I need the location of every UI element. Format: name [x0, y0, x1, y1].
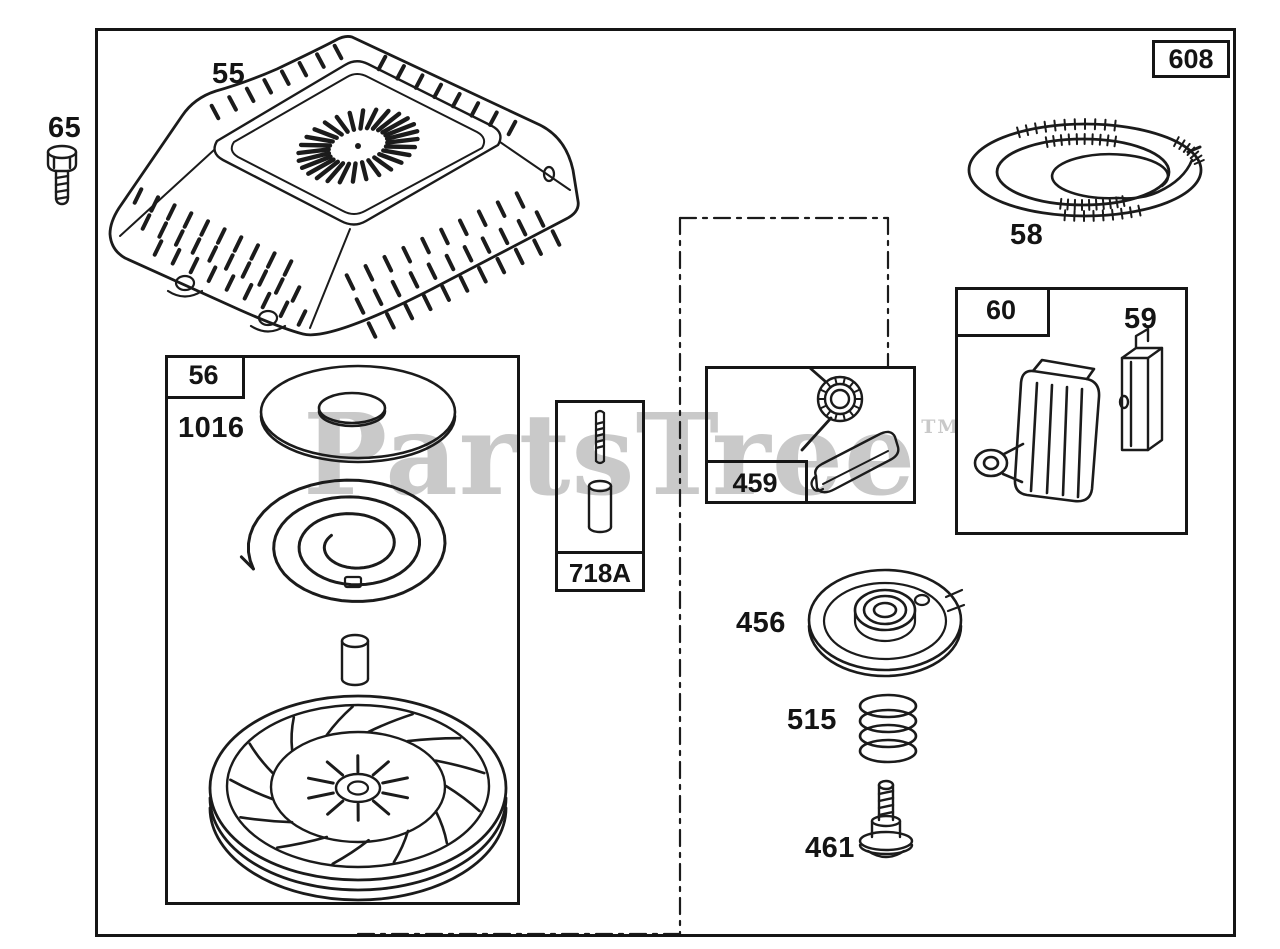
pin-718a-drawing	[594, 409, 606, 465]
starter-handle-drawing	[973, 358, 1101, 503]
callout-459: 459	[732, 468, 778, 498]
callout-55: 55	[212, 58, 246, 90]
pulley-fan-blades	[229, 705, 486, 866]
callout-56: 56	[188, 360, 219, 390]
handle-insert-59-drawing	[1118, 327, 1164, 452]
screw-65-drawing	[46, 144, 78, 206]
pulley-hub-spokes	[307, 754, 409, 822]
callout-box-56: 56	[165, 355, 245, 399]
watermark-trademark: TM	[921, 416, 961, 438]
washer-1016-drawing	[259, 364, 457, 464]
blower-housing-drawing	[108, 35, 580, 339]
recoil-pulley-drawing	[208, 694, 508, 902]
callout-718a: 718A	[568, 557, 632, 588]
group-box-56: 56	[165, 355, 520, 905]
callout-box-718a: 718A	[555, 551, 645, 592]
rewind-spring-drawing	[239, 478, 447, 603]
screw-461-drawing	[858, 779, 914, 859]
callout-box-459: 459	[705, 460, 808, 504]
group-box-718a: 718A	[555, 400, 645, 592]
rewind-spring-spiral	[239, 478, 447, 603]
callout-box-60: 60	[955, 287, 1050, 337]
housing-side-vent-slots	[132, 43, 562, 339]
group-box-60: 60	[955, 287, 1188, 535]
starter-rope-drawing	[967, 118, 1205, 222]
housing-vent-slots	[296, 107, 420, 185]
callout-65: 65	[48, 112, 82, 144]
spring-515-drawing	[858, 693, 918, 764]
callout-59: 59	[1124, 303, 1158, 335]
spring-coil-shading	[817, 376, 863, 422]
group-box-459: 459	[705, 366, 916, 504]
callout-515: 515	[787, 704, 837, 736]
callout-608: 608	[1168, 43, 1214, 74]
starter-clutch-456-drawing	[807, 568, 966, 678]
spacer-cylinder-drawing	[340, 633, 370, 687]
callout-1016: 1016	[178, 412, 245, 444]
cylinder-718a-drawing	[587, 479, 613, 534]
diagram-frame	[95, 28, 1236, 937]
callout-box-608: 608	[1152, 40, 1230, 78]
callout-60: 60	[985, 295, 1017, 325]
rope-texture-ticks	[1016, 118, 1205, 222]
pawl-459-drawing	[810, 430, 900, 494]
callout-58: 58	[1010, 219, 1044, 251]
callout-461: 461	[805, 832, 855, 864]
pawl-spring-459-drawing	[800, 366, 864, 452]
callout-456: 456	[736, 607, 786, 639]
